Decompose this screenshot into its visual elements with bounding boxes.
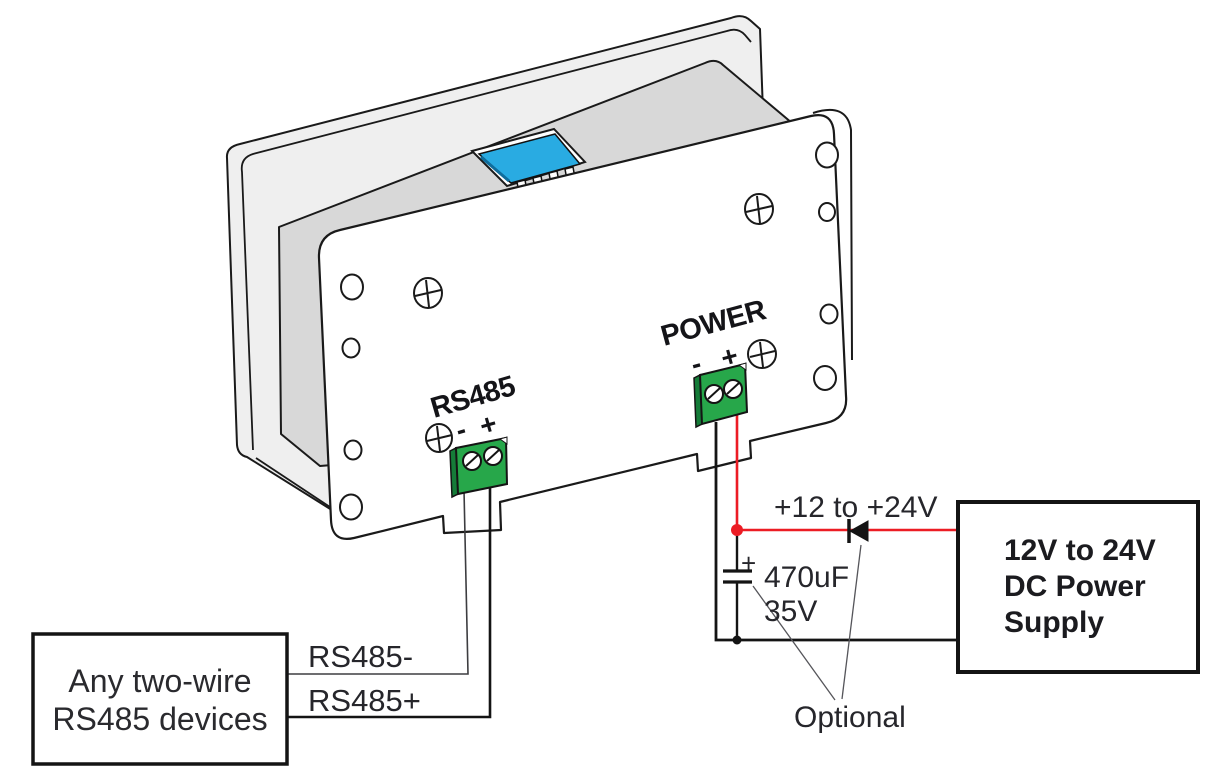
rs485-plus-wire xyxy=(287,488,492,719)
terminal-screw-icon xyxy=(462,451,482,471)
terminal-corner xyxy=(498,436,508,445)
rs485-terminal-block xyxy=(449,436,509,499)
mounting-hole xyxy=(340,273,364,301)
bezel-inner-edge xyxy=(240,28,752,451)
mounting-hole xyxy=(818,202,836,222)
device-back-panel: RS485 - + POWER - + xyxy=(317,108,853,540)
mounting-hole xyxy=(819,303,839,325)
terminal-screw-icon xyxy=(483,446,503,466)
power-supply-box-line2: DC Power xyxy=(1004,570,1146,603)
junction-dot-red xyxy=(731,524,743,536)
device: RS485 - + POWER - + xyxy=(225,15,853,540)
power-plus-mark: + xyxy=(718,340,742,374)
rs485-plus-wire-label: RS485+ xyxy=(308,683,421,718)
power-terminal-block xyxy=(693,362,749,429)
terminal-screw-icon xyxy=(723,379,743,399)
capacitor-plus-mark: + xyxy=(741,548,756,578)
bezel-inner-bottom-edge xyxy=(255,457,334,510)
terminal-corner xyxy=(737,362,747,371)
rs485-devices-box-line1: Any two-wire xyxy=(68,663,251,699)
mounting-hole xyxy=(339,493,363,521)
diode-icon xyxy=(847,519,869,543)
mounting-hole xyxy=(343,439,363,461)
svg-text:+: + xyxy=(718,340,742,374)
screw-icon xyxy=(425,423,453,453)
capacitor-icon xyxy=(723,530,752,641)
screw-icon xyxy=(744,193,774,225)
connector-shadow-edge xyxy=(480,155,510,183)
mounting-hole xyxy=(341,337,361,359)
optional-label: Optional xyxy=(794,701,906,734)
terminal-screw-icon xyxy=(704,384,724,404)
wiring xyxy=(287,410,958,719)
rs485-minus-wire-label: RS485- xyxy=(308,639,413,674)
power-supply-box-line1: 12V to 24V xyxy=(1004,534,1156,567)
callout-line xyxy=(841,544,862,700)
screw-icon xyxy=(413,277,443,309)
power-supply-box: 12V to 24V DC Power Supply xyxy=(956,500,1200,674)
voltage-label: +12 to +24V xyxy=(774,491,937,524)
power-minus-wire xyxy=(714,422,958,642)
capacitor-value: 470uF xyxy=(764,561,849,594)
power-supply-box-line3: Supply xyxy=(1004,606,1104,639)
capacitor-rating: 35V xyxy=(764,595,817,628)
screw-icon xyxy=(747,339,777,369)
back-plate-edge xyxy=(812,108,853,361)
junction-dot-black xyxy=(732,635,742,645)
rs485-devices-box-line2: RS485 devices xyxy=(52,701,267,737)
rs485-devices-box: Any two-wire RS485 devices xyxy=(31,632,289,766)
mounting-hole xyxy=(815,141,839,169)
rs485-minus-wire xyxy=(287,489,469,675)
mounting-hole xyxy=(813,365,837,391)
callout-line xyxy=(752,585,836,701)
